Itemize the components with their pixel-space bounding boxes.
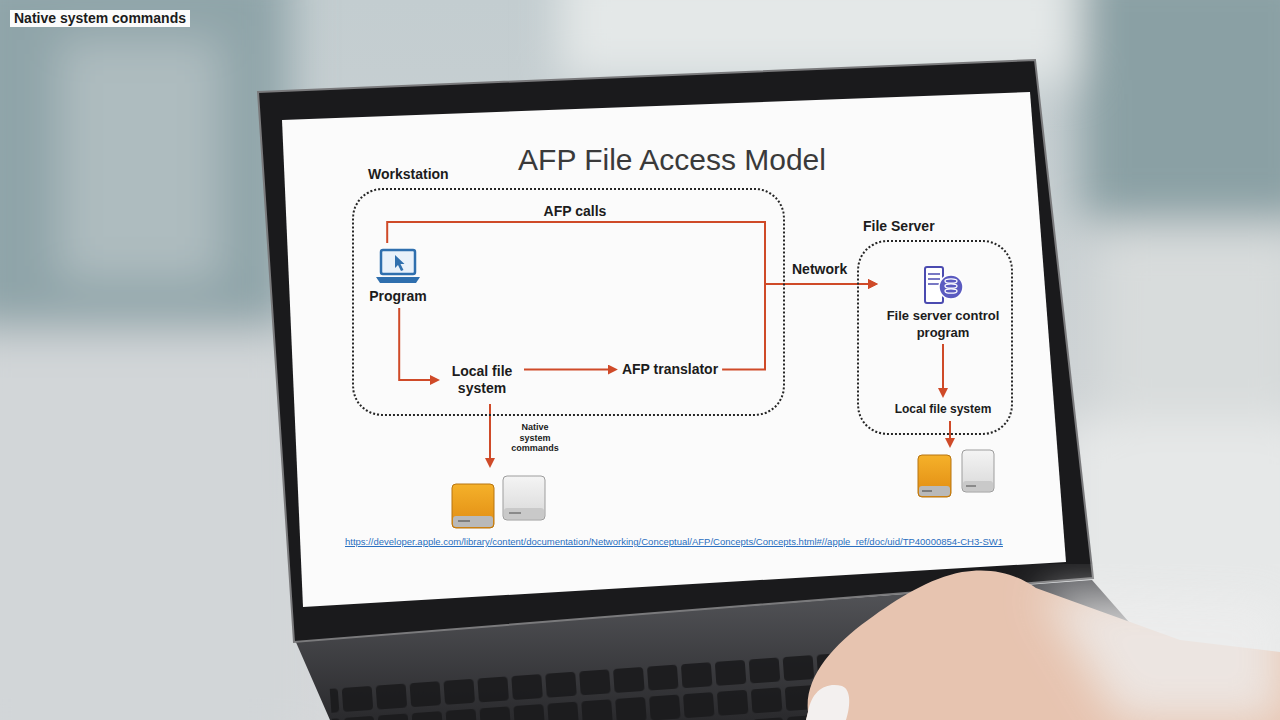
process-box: AFP translator	[618, 358, 722, 381]
node-label: Local file system	[895, 401, 992, 418]
node-label: File server control program	[882, 307, 1004, 341]
process-box: Local file system	[891, 398, 996, 421]
diagram-title: AFP File Access Model	[518, 142, 826, 178]
node-label: Local file system	[444, 363, 520, 397]
node-label: Program	[369, 288, 427, 305]
group-heading: File Server	[863, 218, 935, 235]
edge-label: Network	[788, 261, 851, 278]
hand	[806, 570, 1280, 720]
connector-arrow	[524, 369, 613, 371]
note-label: Native system commands	[506, 422, 564, 454]
server-icon	[920, 265, 966, 305]
disk-icons	[918, 450, 994, 497]
connector-arrow	[942, 344, 944, 393]
connector-arrow	[722, 284, 873, 370]
screen	[282, 92, 1066, 607]
file-server-group: File ServerFile server control programLo…	[857, 240, 1013, 435]
program-box: Program	[365, 243, 431, 308]
laptop-lid	[258, 60, 1093, 642]
disk-icons	[452, 476, 545, 528]
connector-arrow	[399, 308, 435, 380]
disk-arrow	[489, 404, 491, 463]
disk-arrow	[949, 421, 951, 443]
source-link: https://developer.apple.com/library/cont…	[345, 536, 1003, 548]
process-box: Local file system	[440, 360, 524, 400]
node-label: AFP translator	[622, 361, 718, 378]
connector-arrow	[387, 222, 873, 284]
edge-label: AFP calls	[540, 203, 611, 220]
server-program-box: File server control program	[878, 262, 1008, 344]
workstation-group: WorkstationProgramLocal file systemAFP t…	[352, 188, 785, 416]
group-heading: Workstation	[368, 166, 449, 183]
edge-label: Native system commands	[10, 10, 190, 27]
laptop-icon	[375, 246, 421, 286]
